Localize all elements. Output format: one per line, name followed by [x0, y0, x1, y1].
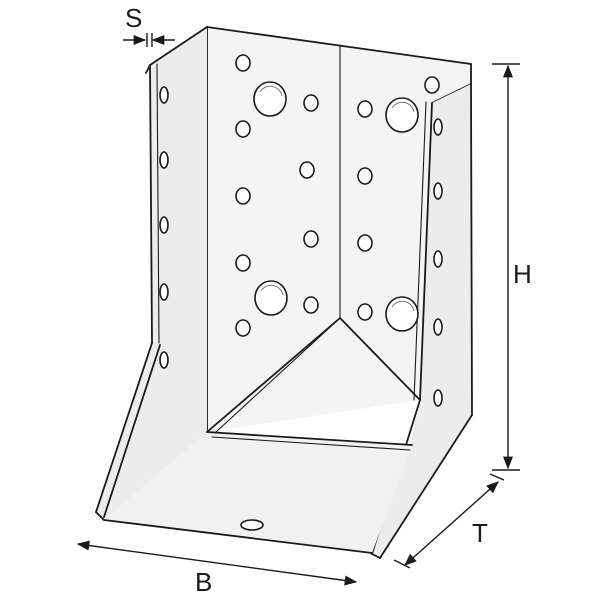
dimension-h-label: H — [513, 259, 532, 289]
dimension-t-label: T — [472, 518, 488, 548]
back-plate-holes-left — [235, 54, 319, 337]
dimension-h: H — [492, 63, 532, 471]
dimension-b-label: B — [195, 567, 212, 597]
left-flange-holes — [159, 86, 169, 369]
right-flange-holes — [424, 76, 443, 407]
left-side-flange — [95, 26, 208, 520]
floor-plate — [95, 431, 413, 554]
dimension-s: S — [123, 3, 175, 47]
dimension-b: B — [76, 540, 358, 597]
dimension-t: T — [393, 473, 505, 569]
inner-fold-lines — [206, 317, 421, 433]
back-plate-holes-right — [357, 97, 419, 332]
floor-hole — [240, 519, 264, 531]
dimension-s-label: S — [125, 3, 142, 33]
